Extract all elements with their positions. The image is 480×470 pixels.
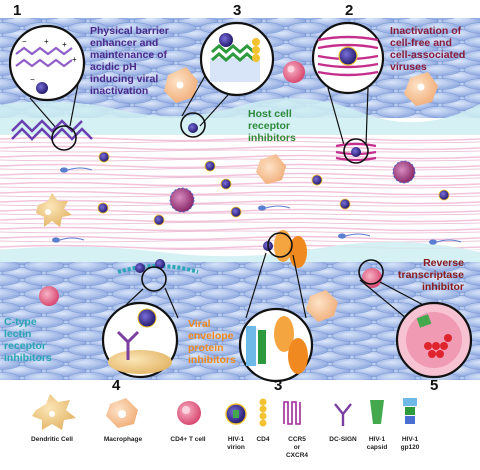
legend-label-virion: HIV-1 virion [227, 436, 245, 451]
step-number-5: 5 [430, 377, 439, 394]
lamina-propria [0, 135, 480, 250]
svg-text:−: − [30, 75, 35, 84]
label-c-type-lectin: C-type lectin receptor inhibitors [4, 316, 52, 364]
step-number-1: 1 [13, 2, 22, 19]
legend-label-dc-sign: DC-SIGN [329, 436, 357, 443]
upper-t-cell [283, 61, 305, 83]
free-virion [438, 189, 450, 201]
inset-1-acidic-ph: − + + + − [8, 24, 86, 102]
legend-gp120-icon [403, 398, 417, 424]
legend-coreceptor-icon [283, 401, 301, 425]
svg-text:+: + [62, 40, 67, 49]
upper-mucus-layer [0, 98, 480, 135]
label-host-cell-receptor: Host cell receptor inhibitors [248, 108, 296, 144]
sperm [429, 239, 462, 245]
legend-t-cell-icon [177, 401, 201, 425]
sperm [338, 233, 371, 239]
free-virion [204, 160, 216, 172]
label-physical-barrier: Physical barrier enhancer and maintenanc… [90, 25, 169, 97]
inset-5-pointer-a [359, 279, 407, 319]
step-number-3-top: 3 [233, 2, 242, 19]
infected-cell [392, 160, 416, 184]
legend-label-coreceptor: CCR5 or CXCR4 [285, 436, 309, 459]
dc-sign-surface [117, 259, 199, 274]
inset-2-pointer-b [365, 87, 369, 146]
step-number-2: 2 [345, 2, 354, 19]
inset-4-dc-sign [101, 301, 179, 379]
step-number-4: 4 [112, 377, 121, 394]
inset-3-bottom-pointer-b [292, 254, 307, 319]
inset-3-top-receptor [199, 21, 275, 97]
legend-dc-sign-icon [334, 403, 352, 426]
legend-capsid-icon [370, 400, 384, 424]
step-number-3-bottom: 3 [274, 377, 283, 394]
virion-receptor-target [188, 123, 198, 133]
sperm [52, 237, 85, 243]
lower-epithelium-offset [0, 262, 480, 380]
lamina-dendritic-cell [36, 193, 72, 227]
free-virion [98, 151, 110, 163]
upper-macrophage-right [404, 72, 438, 106]
inset-4-zoom-ring [141, 266, 167, 292]
svg-text:+: + [44, 37, 49, 46]
legend-label-capsid: HIV-1 capsid [366, 436, 388, 451]
inset-3-bottom-gp120 [238, 307, 314, 383]
legend-cd4-icon [259, 398, 267, 427]
legend-label-t-cell: CD4+ T cell [170, 436, 206, 443]
free-virion [220, 178, 232, 190]
inset-1-pointer-b [69, 83, 79, 127]
svg-text:+: + [72, 55, 77, 64]
sperm [258, 205, 291, 211]
inset-1-pointer-a [29, 97, 58, 130]
lamina-macrophage [258, 156, 286, 184]
free-virion [230, 206, 242, 218]
lower-macrophage-right [306, 290, 338, 322]
legend-macrophage-icon [106, 398, 138, 428]
free-virion [153, 214, 165, 226]
lower-t-cell-right [362, 268, 382, 288]
free-virion [339, 198, 351, 210]
legend-label-macrophage: Macrophage [103, 436, 143, 443]
free-virion [97, 202, 109, 214]
free-virion [311, 174, 323, 186]
legend-label-dendritic-cell: Dendritic Cell [31, 436, 73, 443]
infected-cell [169, 187, 195, 213]
label-inactivation: Inactivation of cell-free and cell-assoc… [390, 25, 466, 73]
inset-3-bottom-pointer-a [245, 252, 267, 319]
inset-4-pointer-b [164, 287, 179, 319]
inset-5-zoom-ring [358, 259, 384, 285]
inset-5-reverse-transcriptase [395, 301, 473, 379]
legend-dendritic-cell-icon [32, 394, 76, 430]
label-viral-envelope: Viral envelope protein inhibitors [188, 318, 236, 366]
inset-2-inactivation [311, 21, 385, 95]
sperm [60, 167, 93, 173]
inactivated-virus-mesh [335, 142, 377, 162]
lower-t-cell-left [39, 286, 59, 306]
inset-3-bottom-zoom-ring [267, 232, 293, 258]
inset-2-pointer-a [327, 87, 345, 146]
legend-label-cd4: CD4 [256, 436, 270, 443]
legend-label-gp120: HIV-1 gp120 [400, 436, 420, 451]
svg-text:−: − [22, 37, 27, 46]
inset-3-top-zoom-ring [180, 112, 206, 138]
inset-3-top-pointer-a [181, 75, 206, 117]
upper-macrophage-left [164, 67, 198, 103]
inset-1-zoom-ring [51, 125, 77, 151]
inset-2-zoom-ring [343, 138, 369, 164]
legend-virion-icon [225, 403, 247, 425]
label-reverse-transcriptase: Reverse transcriptase inhibitor [398, 257, 464, 293]
